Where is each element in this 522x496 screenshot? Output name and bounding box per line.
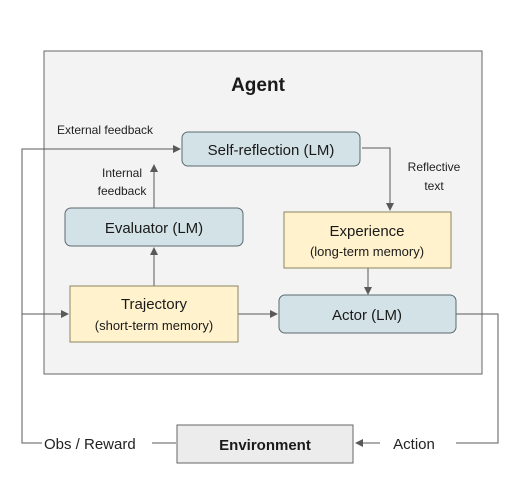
actor-label: Actor (LM) — [332, 307, 402, 324]
environment-label: Environment — [219, 437, 311, 454]
action-label: Action — [393, 436, 435, 453]
experience-label-line1: Experience — [329, 223, 404, 240]
internal-feedback-label-line1: Internal — [102, 166, 142, 180]
connectors — [21, 145, 499, 447]
node-experience: Experience (long-term memory) — [283, 211, 452, 269]
obs-reward-label: Obs / Reward — [44, 436, 136, 453]
reflective-text-label-line2: text — [424, 179, 444, 193]
trajectory-label-line2: (short-term memory) — [95, 318, 213, 333]
node-actor: Actor (LM) — [278, 294, 457, 334]
agent-title: Agent — [231, 75, 286, 96]
self-reflection-label: Self-reflection (LM) — [208, 142, 335, 159]
internal-feedback-label-line2: feedback — [98, 184, 148, 198]
trajectory-label-line1: Trajectory — [121, 296, 188, 313]
node-trajectory: Trajectory (short-term memory) — [69, 285, 239, 343]
edge-actor-to-action — [456, 313, 499, 444]
node-evaluator: Evaluator (LM) — [64, 207, 244, 247]
edge-reflection-to-experience — [362, 147, 394, 211]
edge-obs-to-external-feedback — [21, 145, 181, 444]
node-self-reflection: Self-reflection (LM) — [181, 131, 361, 167]
node-environment: Environment — [176, 424, 354, 464]
experience-label-line2: (long-term memory) — [310, 244, 424, 259]
evaluator-label: Evaluator (LM) — [105, 220, 203, 237]
external-feedback-label: External feedback — [57, 123, 154, 137]
reflective-text-label-line1: Reflective — [408, 160, 461, 174]
